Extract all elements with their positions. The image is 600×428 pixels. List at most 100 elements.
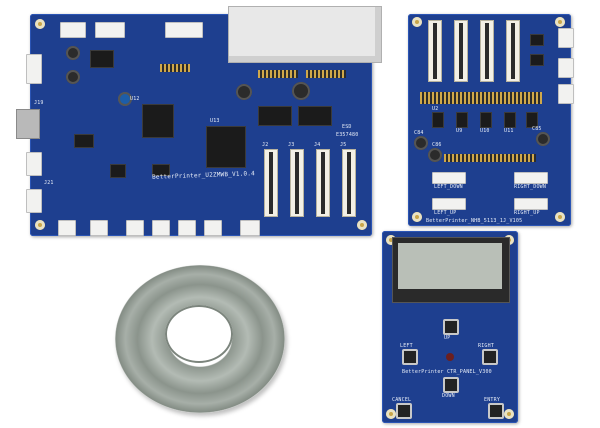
silk-mark: U12 [130, 96, 140, 102]
ic-chip [530, 34, 544, 46]
mounting-hole [357, 220, 367, 230]
up-button[interactable] [443, 319, 459, 335]
connector [152, 220, 170, 236]
status-led [446, 353, 454, 361]
ffc-slot [264, 149, 278, 217]
silk-mark: J2 [262, 142, 269, 148]
connector [240, 220, 260, 236]
mounting-hole [555, 17, 565, 27]
pin-header [160, 64, 190, 72]
ic-chip [456, 112, 468, 128]
silk-mark: C84 [414, 130, 424, 136]
ffc-slot [506, 20, 520, 82]
silk-mark: J3 [288, 142, 295, 148]
pin-header [258, 70, 298, 78]
connector [204, 220, 222, 236]
mounting-hole [386, 409, 396, 419]
button-label: UP [444, 335, 451, 341]
silk-mark: J5 [340, 142, 347, 148]
ffc-slot [342, 149, 356, 217]
connector [432, 198, 466, 210]
silk-mark: J19 [34, 100, 44, 106]
silk-mark: C86 [432, 142, 442, 148]
ffc-slot [428, 20, 442, 82]
ic-chip [526, 112, 538, 128]
ffc-slot [316, 149, 330, 217]
connector [26, 54, 42, 84]
connector [558, 84, 574, 104]
silk-mark: C85 [532, 126, 542, 132]
ethernet-jack [228, 6, 382, 63]
board-label: BetterPrinter_NHB_5113_1J_V105 [426, 218, 523, 224]
usb-port [16, 109, 40, 139]
ic-chip [152, 164, 170, 176]
mounting-hole [386, 235, 396, 245]
connector [514, 198, 548, 210]
connector [558, 58, 574, 78]
ffc-slot [454, 20, 468, 82]
connector-label: LEFT_DOWN [434, 184, 463, 190]
button-label: RIGHT [478, 343, 495, 349]
cancel-button[interactable] [396, 403, 412, 419]
connector [432, 172, 466, 184]
silk-mark: U13 [210, 118, 220, 124]
processor-chip [142, 104, 174, 138]
capacitor [66, 70, 80, 84]
ffc-slot [480, 20, 494, 82]
ic-chip [110, 164, 126, 178]
ffc-slot [290, 149, 304, 217]
ic-chip [504, 112, 516, 128]
pin-header [420, 92, 542, 104]
connector [26, 189, 42, 213]
capacitor [536, 132, 550, 146]
connector [60, 22, 86, 38]
mounting-hole [35, 19, 45, 29]
mounting-hole [555, 212, 565, 222]
silk-mark: E357480 [336, 132, 359, 138]
connector [95, 22, 125, 38]
silk-mark: U9 [456, 128, 463, 134]
ic-chip [90, 50, 114, 68]
head-board: C84 C85 C86 U2 U9 U10 U11 LEFT_DOWN RIGH… [408, 14, 574, 226]
driver-chip [258, 106, 292, 126]
connector [90, 220, 108, 236]
connector-label: RIGHT_UP [514, 210, 540, 216]
capacitor [118, 92, 132, 106]
board-label: BetterPrinter CTR_PANEL_V300 [402, 369, 492, 375]
capacitor [292, 82, 310, 100]
ic-chip [480, 112, 492, 128]
silk-mark: U2 [432, 106, 439, 112]
connector [178, 220, 196, 236]
mounting-hole [412, 17, 422, 27]
control-panel-board: UP LEFT RIGHT DOWN CANCEL ENTRY BetterPr… [382, 231, 518, 423]
capacitor [428, 148, 442, 162]
connector [26, 152, 42, 176]
capacitor [66, 46, 80, 60]
down-button[interactable] [443, 377, 459, 393]
fpga-chip [206, 126, 246, 168]
silk-mark: U10 [480, 128, 490, 134]
button-label: CANCEL [392, 397, 412, 403]
button-label: DOWN [442, 393, 455, 399]
connector-label: LEFT_UP [434, 210, 457, 216]
pin-header [306, 70, 346, 78]
capacitor [236, 84, 252, 100]
connector [58, 220, 76, 236]
ic-chip [432, 112, 444, 128]
pin-header [444, 154, 536, 162]
ic-chip [530, 54, 544, 66]
mounting-hole [504, 409, 514, 419]
ic-chip [74, 134, 94, 148]
cable-inner-edge [165, 305, 233, 363]
silk-mark: U11 [504, 128, 514, 134]
silk-mark: J4 [314, 142, 321, 148]
mounting-hole [412, 212, 422, 222]
right-button[interactable] [482, 349, 498, 365]
entry-button[interactable] [488, 403, 504, 419]
capacitor [414, 136, 428, 150]
connector [514, 172, 548, 184]
left-button[interactable] [402, 349, 418, 365]
mounting-hole [35, 220, 45, 230]
button-label: LEFT [400, 343, 413, 349]
driver-chip [298, 106, 332, 126]
